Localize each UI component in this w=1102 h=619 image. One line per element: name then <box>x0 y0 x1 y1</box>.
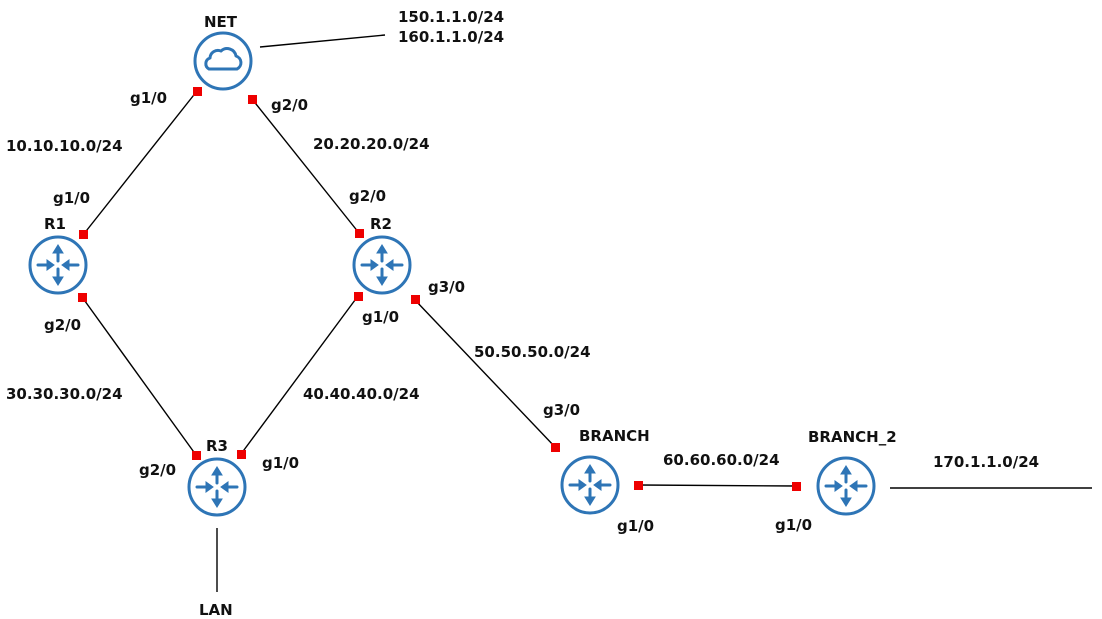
port-r2-g2 <box>355 229 364 238</box>
port-net-g2 <box>248 95 257 104</box>
interface-label: g1/0 <box>775 516 812 534</box>
network-label: 40.40.40.0/24 <box>303 385 420 403</box>
network-label: 60.60.60.0/24 <box>663 451 780 469</box>
port-r2-g3 <box>411 295 420 304</box>
node-r2[interactable] <box>352 235 412 295</box>
label-branch2: BRANCH_2 <box>808 428 897 446</box>
link-r1-r3 <box>81 296 197 456</box>
label-lan: LAN <box>199 601 233 619</box>
port-r3-g1 <box>237 450 246 459</box>
network-label: 20.20.20.0/24 <box>313 135 430 153</box>
interface-label: g2/0 <box>349 187 386 205</box>
interface-label: g3/0 <box>428 278 465 296</box>
port-branch2-g1 <box>792 482 801 491</box>
link-r2-branch <box>414 299 557 449</box>
node-branch2[interactable] <box>816 456 876 516</box>
port-branch-g3 <box>551 443 560 452</box>
label-r1: R1 <box>44 215 66 233</box>
node-r1[interactable] <box>28 235 88 295</box>
interface-label: g1/0 <box>130 89 167 107</box>
interface-label: g1/0 <box>362 308 399 326</box>
interface-label: g2/0 <box>139 461 176 479</box>
port-r1-g1 <box>79 230 88 239</box>
link-net-r1 <box>82 90 198 236</box>
link-net-routes <box>259 34 386 48</box>
interface-label: g1/0 <box>617 517 654 535</box>
network-label: 160.1.1.0/24 <box>398 28 504 46</box>
port-r1-g2 <box>78 293 87 302</box>
node-branch[interactable] <box>560 455 620 515</box>
network-label: 10.10.10.0/24 <box>6 137 123 155</box>
interface-label: g2/0 <box>271 96 308 114</box>
node-net[interactable] <box>193 31 253 91</box>
network-label: 30.30.30.0/24 <box>6 385 123 403</box>
port-branch-g1 <box>634 481 643 490</box>
label-r2: R2 <box>370 215 392 233</box>
port-net-g1 <box>193 87 202 96</box>
interface-label: g1/0 <box>53 189 90 207</box>
link-r2-r3 <box>240 295 359 455</box>
link-net-r2 <box>251 98 360 234</box>
network-label: 170.1.1.0/24 <box>933 453 1039 471</box>
cloud-icon <box>204 47 243 71</box>
port-r3-g2 <box>192 451 201 460</box>
label-r3: R3 <box>206 437 228 455</box>
label-net: NET <box>204 13 238 31</box>
port-r2-g1 <box>354 292 363 301</box>
interface-label: g1/0 <box>262 454 299 472</box>
network-label: 150.1.1.0/24 <box>398 8 504 26</box>
interface-label: g3/0 <box>543 401 580 419</box>
label-branch: BRANCH <box>579 427 650 445</box>
node-r3[interactable] <box>187 457 247 517</box>
interface-label: g2/0 <box>44 316 81 334</box>
link-branch-branch2 <box>638 484 798 487</box>
network-label: 50.50.50.0/24 <box>474 343 591 361</box>
